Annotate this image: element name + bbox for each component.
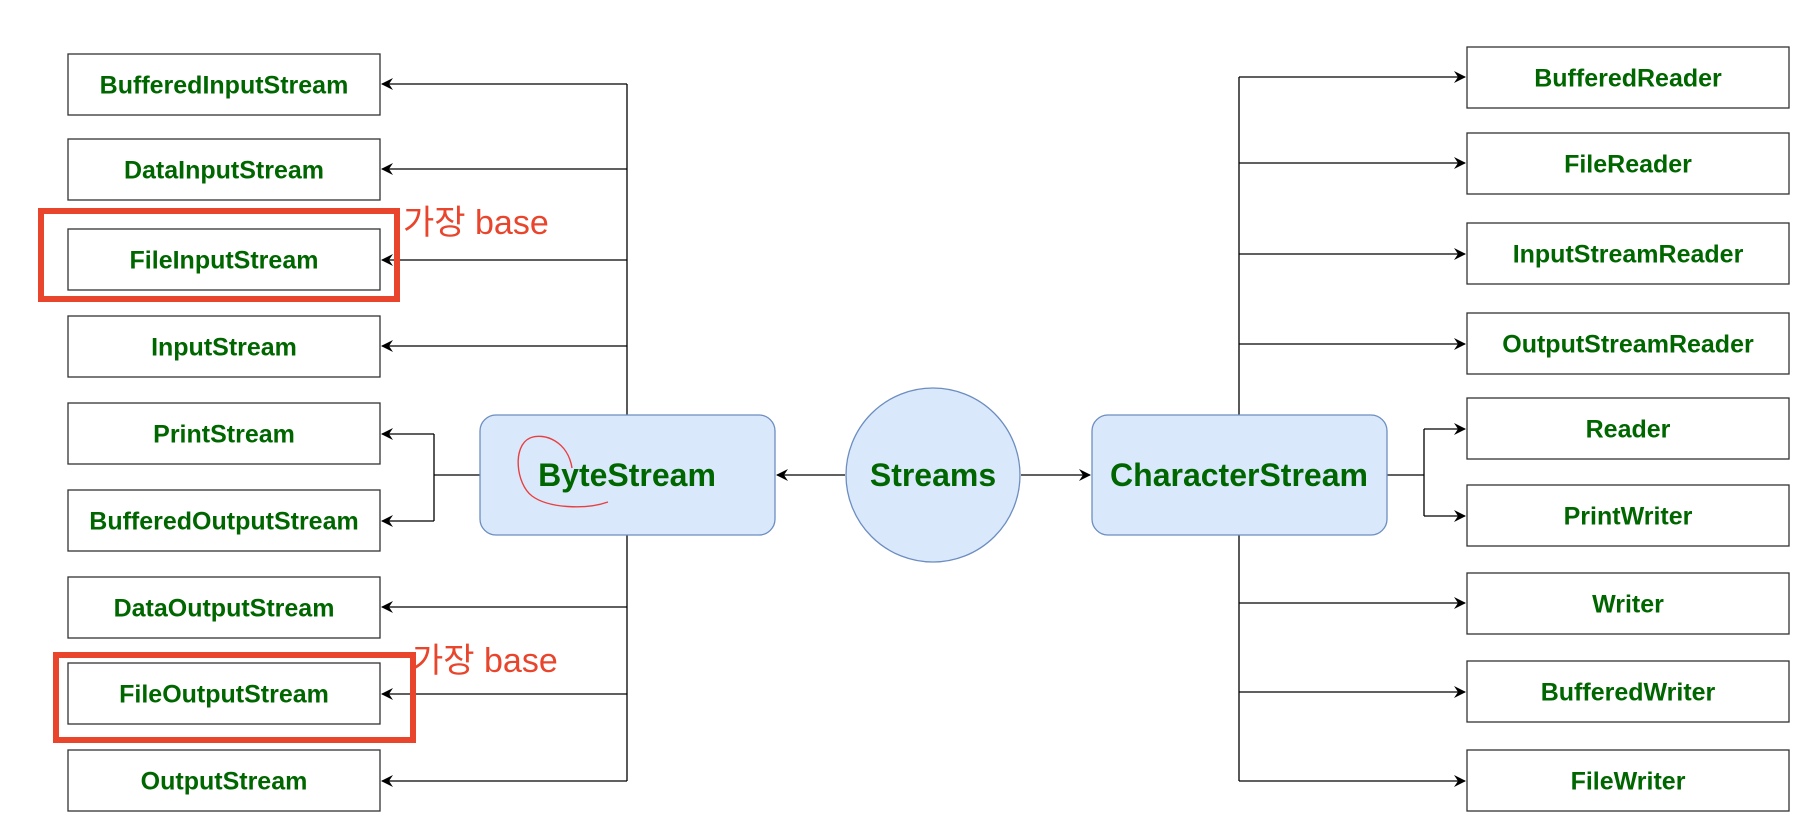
bytestream-node-label: ByteStream (538, 457, 716, 493)
class-box-label: OutputStreamReader (1502, 331, 1754, 359)
class-box-shape (1466, 46, 1790, 109)
class-box-filewriter[interactable]: FileWriter (1466, 749, 1790, 812)
class-box-printstream[interactable]: PrintStream (67, 402, 381, 465)
annotation-fileinputstream: 가장 base (403, 204, 549, 242)
class-box-label: BufferedReader (1534, 65, 1722, 93)
streams-node[interactable]: Streams (845, 387, 1021, 563)
class-box-shape (67, 315, 381, 378)
class-box-label: PrintStream (153, 421, 295, 449)
characterstream-node-label: CharacterStream (1110, 457, 1368, 493)
class-box-label: FileReader (1564, 151, 1692, 179)
class-box-label: PrintWriter (1564, 503, 1693, 531)
class-box-shape (1466, 749, 1790, 812)
class-box-shape (67, 228, 381, 291)
class-box-shape (67, 576, 381, 639)
class-box-reader[interactable]: Reader (1466, 397, 1790, 460)
class-box-label: DataInputStream (124, 157, 324, 185)
class-box-shape (67, 662, 381, 725)
class-box-shape (67, 53, 381, 116)
class-box-inputstream[interactable]: InputStream (67, 315, 381, 378)
class-box-shape (1466, 660, 1790, 723)
class-box-shape (67, 138, 381, 201)
class-box-dataoutputstream[interactable]: DataOutputStream (67, 576, 381, 639)
class-box-label: FileInputStream (130, 247, 319, 275)
class-box-bufferedreader[interactable]: BufferedReader (1466, 46, 1790, 109)
class-box-shape (67, 749, 381, 812)
bytestream-node[interactable]: ByteStream (479, 414, 776, 536)
character-stream-children: BufferedReaderFileReaderInputStreamReade… (1466, 46, 1790, 812)
class-box-shape (1466, 312, 1790, 375)
characterstream-node-shape (1091, 414, 1388, 536)
class-box-label: Writer (1592, 591, 1664, 619)
class-box-shape (67, 402, 381, 465)
class-box-datainputstream[interactable]: DataInputStream (67, 138, 381, 201)
class-box-label: BufferedOutputStream (89, 508, 358, 536)
class-box-label: Reader (1586, 416, 1671, 444)
highlight-fileoutputstream (53, 652, 416, 743)
class-box-label: InputStream (151, 334, 297, 362)
class-box-inputstreamreader[interactable]: InputStreamReader (1466, 222, 1790, 285)
highlight-fileinputstream (38, 208, 400, 302)
class-box-shape (1466, 572, 1790, 635)
class-box-shape (1466, 397, 1790, 460)
class-box-label: InputStreamReader (1513, 241, 1744, 269)
class-box-shape (1466, 222, 1790, 285)
class-box-fileoutputstream[interactable]: FileOutputStream (67, 662, 381, 725)
hand-drawn-circle-mark (517, 435, 609, 508)
class-box-writer[interactable]: Writer (1466, 572, 1790, 635)
class-box-printwriter[interactable]: PrintWriter (1466, 484, 1790, 547)
class-box-shape (67, 489, 381, 552)
class-box-shape (1466, 132, 1790, 195)
class-box-filereader[interactable]: FileReader (1466, 132, 1790, 195)
byte-stream-children: BufferedInputStreamDataInputStreamFileIn… (67, 53, 381, 812)
streams-node-label: Streams (870, 457, 996, 493)
class-box-label: BufferedInputStream (100, 72, 349, 100)
class-box-fileinputstream[interactable]: FileInputStream (67, 228, 381, 291)
class-box-label: BufferedWriter (1541, 679, 1716, 707)
connectors (381, 71, 1466, 787)
class-box-bufferedoutputstream[interactable]: BufferedOutputStream (67, 489, 381, 552)
characterstream-node[interactable]: CharacterStream (1091, 414, 1388, 536)
class-box-label: OutputStream (141, 768, 308, 796)
class-box-outputstreamreader[interactable]: OutputStreamReader (1466, 312, 1790, 375)
class-box-label: FileOutputStream (119, 681, 329, 709)
class-box-outputstream[interactable]: OutputStream (67, 749, 381, 812)
class-box-bufferedinputstream[interactable]: BufferedInputStream (67, 53, 381, 116)
annotation-fileoutputstream: 가장 base (412, 642, 558, 680)
class-box-shape (1466, 484, 1790, 547)
class-box-label: FileWriter (1571, 768, 1686, 796)
class-box-bufferedwriter[interactable]: BufferedWriter (1466, 660, 1790, 723)
streams-node-shape (845, 387, 1021, 563)
class-box-label: DataOutputStream (114, 595, 335, 623)
